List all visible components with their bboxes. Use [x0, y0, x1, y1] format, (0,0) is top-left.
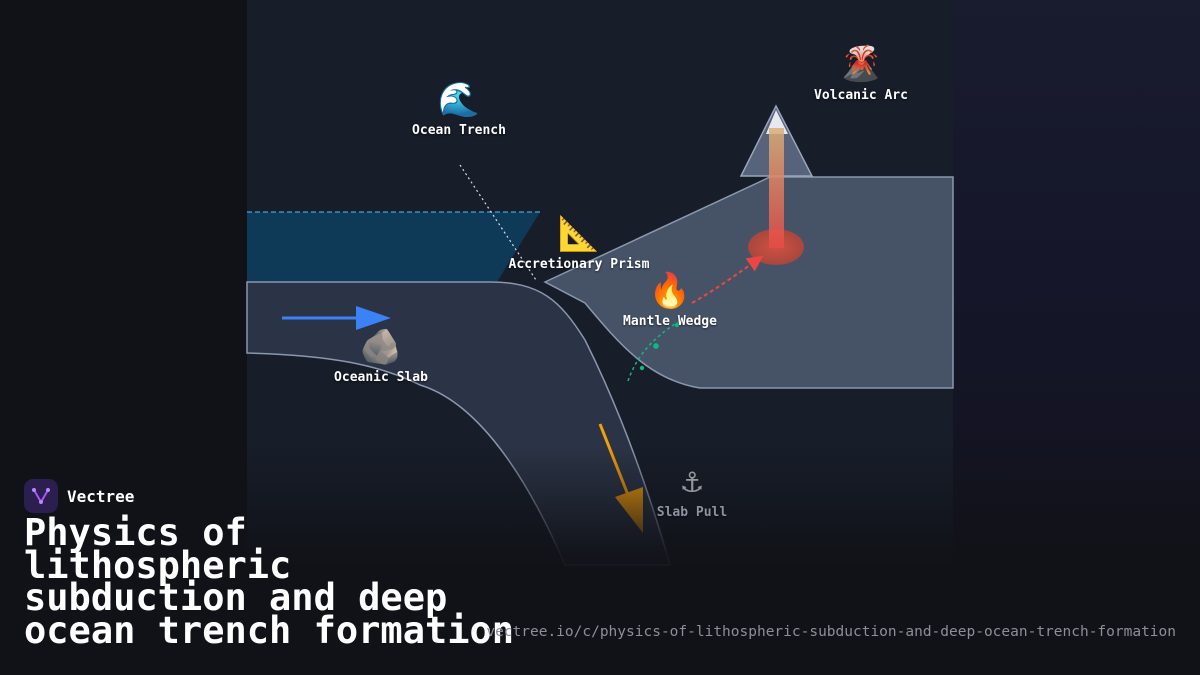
label-oceanic-slab: Oceanic Slab	[334, 370, 428, 385]
fluid-bubble	[653, 343, 659, 349]
page-url[interactable]: vectree.io/c/physics-of-lithospheric-sub…	[486, 624, 1176, 640]
triangle-ruler-icon: 📐	[557, 214, 601, 254]
wave-icon: 🌊	[437, 80, 481, 120]
magma-conduit	[769, 128, 784, 248]
continental-plate	[543, 176, 954, 389]
volcano-icon: 🌋	[839, 44, 883, 84]
brand-logo-icon	[24, 479, 58, 513]
rock-icon: 🪨	[359, 327, 403, 367]
anchor-icon: ⚓	[681, 461, 703, 501]
label-ocean-trench: Ocean Trench	[412, 123, 506, 138]
label-volcanic-arc: Volcanic Arc	[814, 88, 908, 103]
page-title: Physics of lithospheric subduction and d…	[24, 511, 515, 652]
fire-icon: 🔥	[648, 271, 692, 311]
brand-name: Vectree	[67, 486, 135, 506]
ocean-water	[247, 212, 540, 282]
label-mantle-wedge: Mantle Wedge	[623, 314, 717, 329]
brand[interactable]: Vectree	[24, 479, 134, 513]
label-slab-pull: Slab Pull	[656, 505, 728, 520]
label-accretionary-prism: Accretionary Prism	[508, 257, 650, 272]
fluid-bubble	[639, 365, 645, 371]
